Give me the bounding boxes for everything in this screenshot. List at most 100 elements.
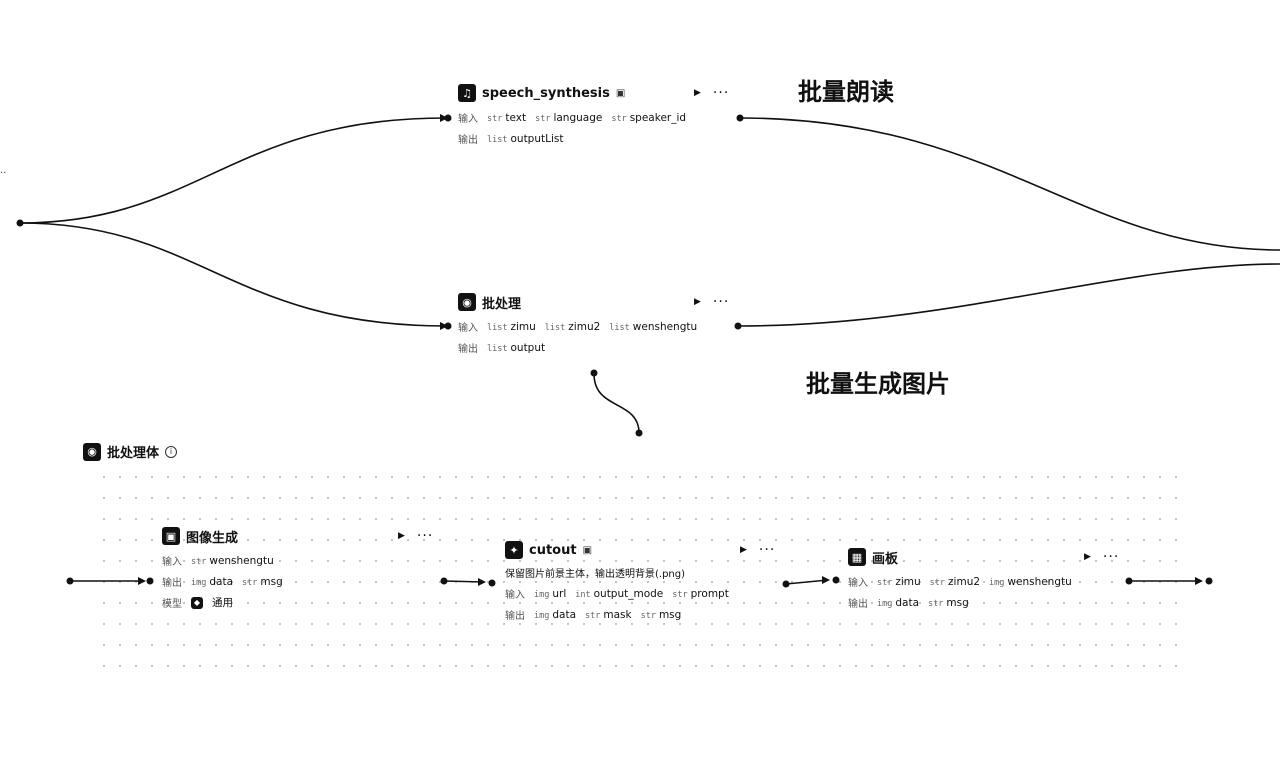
arrow-batch	[440, 322, 448, 330]
arrow-speech	[440, 114, 448, 122]
play-icon[interactable]: ▶	[694, 88, 701, 98]
info-icon[interactable]: i	[165, 445, 178, 458]
more-options-button[interactable]: ···	[416, 528, 434, 544]
group-title: 批处理体	[107, 446, 160, 461]
node-description: 保留图片前景主体，输出透明背景(.png)	[505, 569, 686, 580]
node-title: 画板	[872, 551, 899, 567]
input-label: 输入	[162, 557, 182, 568]
play-icon[interactable]: ▶	[740, 545, 747, 555]
edge-image-gen-to-cutout	[443, 580, 485, 583]
image-gen-input-port[interactable]	[146, 577, 154, 585]
edge-cutout-to-canvas	[785, 579, 829, 585]
canvas-input-port[interactable]	[832, 576, 840, 584]
cutout-node-controls: ▶ ···	[740, 543, 775, 557]
cutout-input-port[interactable]	[488, 579, 496, 587]
node-title: 批处理	[482, 296, 522, 312]
edge-batch-to-body	[593, 373, 640, 433]
connection-edges	[19, 117, 1280, 585]
plugin-badge-icon: ▣	[582, 544, 593, 556]
arrow-image-gen	[138, 577, 146, 585]
batch-output-port[interactable]	[734, 322, 742, 330]
body-entry-port[interactable]	[635, 429, 643, 437]
arrow-canvas	[822, 576, 830, 584]
model-label: 模型	[162, 599, 182, 610]
model-value: 通用	[212, 597, 233, 609]
start-port-dot[interactable]	[16, 219, 24, 227]
canvas-node-icon: ▦	[848, 548, 866, 566]
annotation-batch-read: 批量朗读	[798, 78, 894, 106]
cutout-output-port[interactable]	[782, 580, 790, 588]
body-start-port[interactable]	[66, 577, 74, 585]
model-icon: ◆	[191, 596, 203, 609]
batch-body-group-header[interactable]: ◉ 批处理体 i	[83, 442, 178, 461]
speech-input-port[interactable]	[444, 114, 452, 122]
batch-body-icon: ◉	[83, 442, 101, 461]
output-label: 输出	[505, 611, 525, 622]
batch-input-port[interactable]	[444, 322, 452, 330]
play-icon[interactable]: ▶	[694, 297, 701, 307]
cutout-node-icon: ✦	[505, 541, 523, 559]
more-options-button[interactable]: ···	[758, 542, 776, 558]
play-icon[interactable]: ▶	[398, 531, 405, 541]
canvas-node-controls: ▶ ···	[1084, 550, 1119, 564]
audio-node-icon: ♫	[458, 84, 476, 102]
node-title: speech_synthesis	[482, 85, 610, 101]
edge-speech-to-end	[739, 117, 1280, 251]
output-label: 输出	[458, 344, 478, 355]
arrow-body-end	[1195, 577, 1203, 585]
edge-batch-to-end	[737, 263, 1280, 327]
arrow-cutout	[478, 578, 486, 586]
input-label: 输入	[505, 590, 525, 601]
body-end-port[interactable]	[1205, 577, 1213, 585]
image-node-icon: ▣	[162, 527, 180, 545]
play-icon[interactable]: ▶	[1084, 552, 1091, 562]
annotation-batch-images: 批量生成图片	[806, 370, 950, 398]
batch-node-icon: ◉	[458, 293, 476, 311]
input-label: 输入	[458, 114, 478, 125]
grid-dots	[103, 476, 1177, 667]
speech-output-port[interactable]	[736, 114, 744, 122]
output-label: 输出	[162, 578, 182, 589]
output-label: 输出	[458, 135, 478, 146]
batch-node-controls: ▶ ···	[694, 295, 729, 309]
more-options-button[interactable]: ···	[712, 85, 730, 101]
image-gen-output-port[interactable]	[440, 577, 448, 585]
canvas-output-port[interactable]	[1125, 577, 1133, 585]
batch-body-port[interactable]	[590, 369, 598, 377]
more-options-button[interactable]: ···	[1102, 549, 1120, 565]
node-title: 图像生成	[186, 530, 239, 546]
more-options-button[interactable]: ···	[712, 294, 730, 310]
edge-start-to-speech	[19, 117, 447, 224]
image-gen-node-controls: ▶ ···	[398, 529, 433, 543]
